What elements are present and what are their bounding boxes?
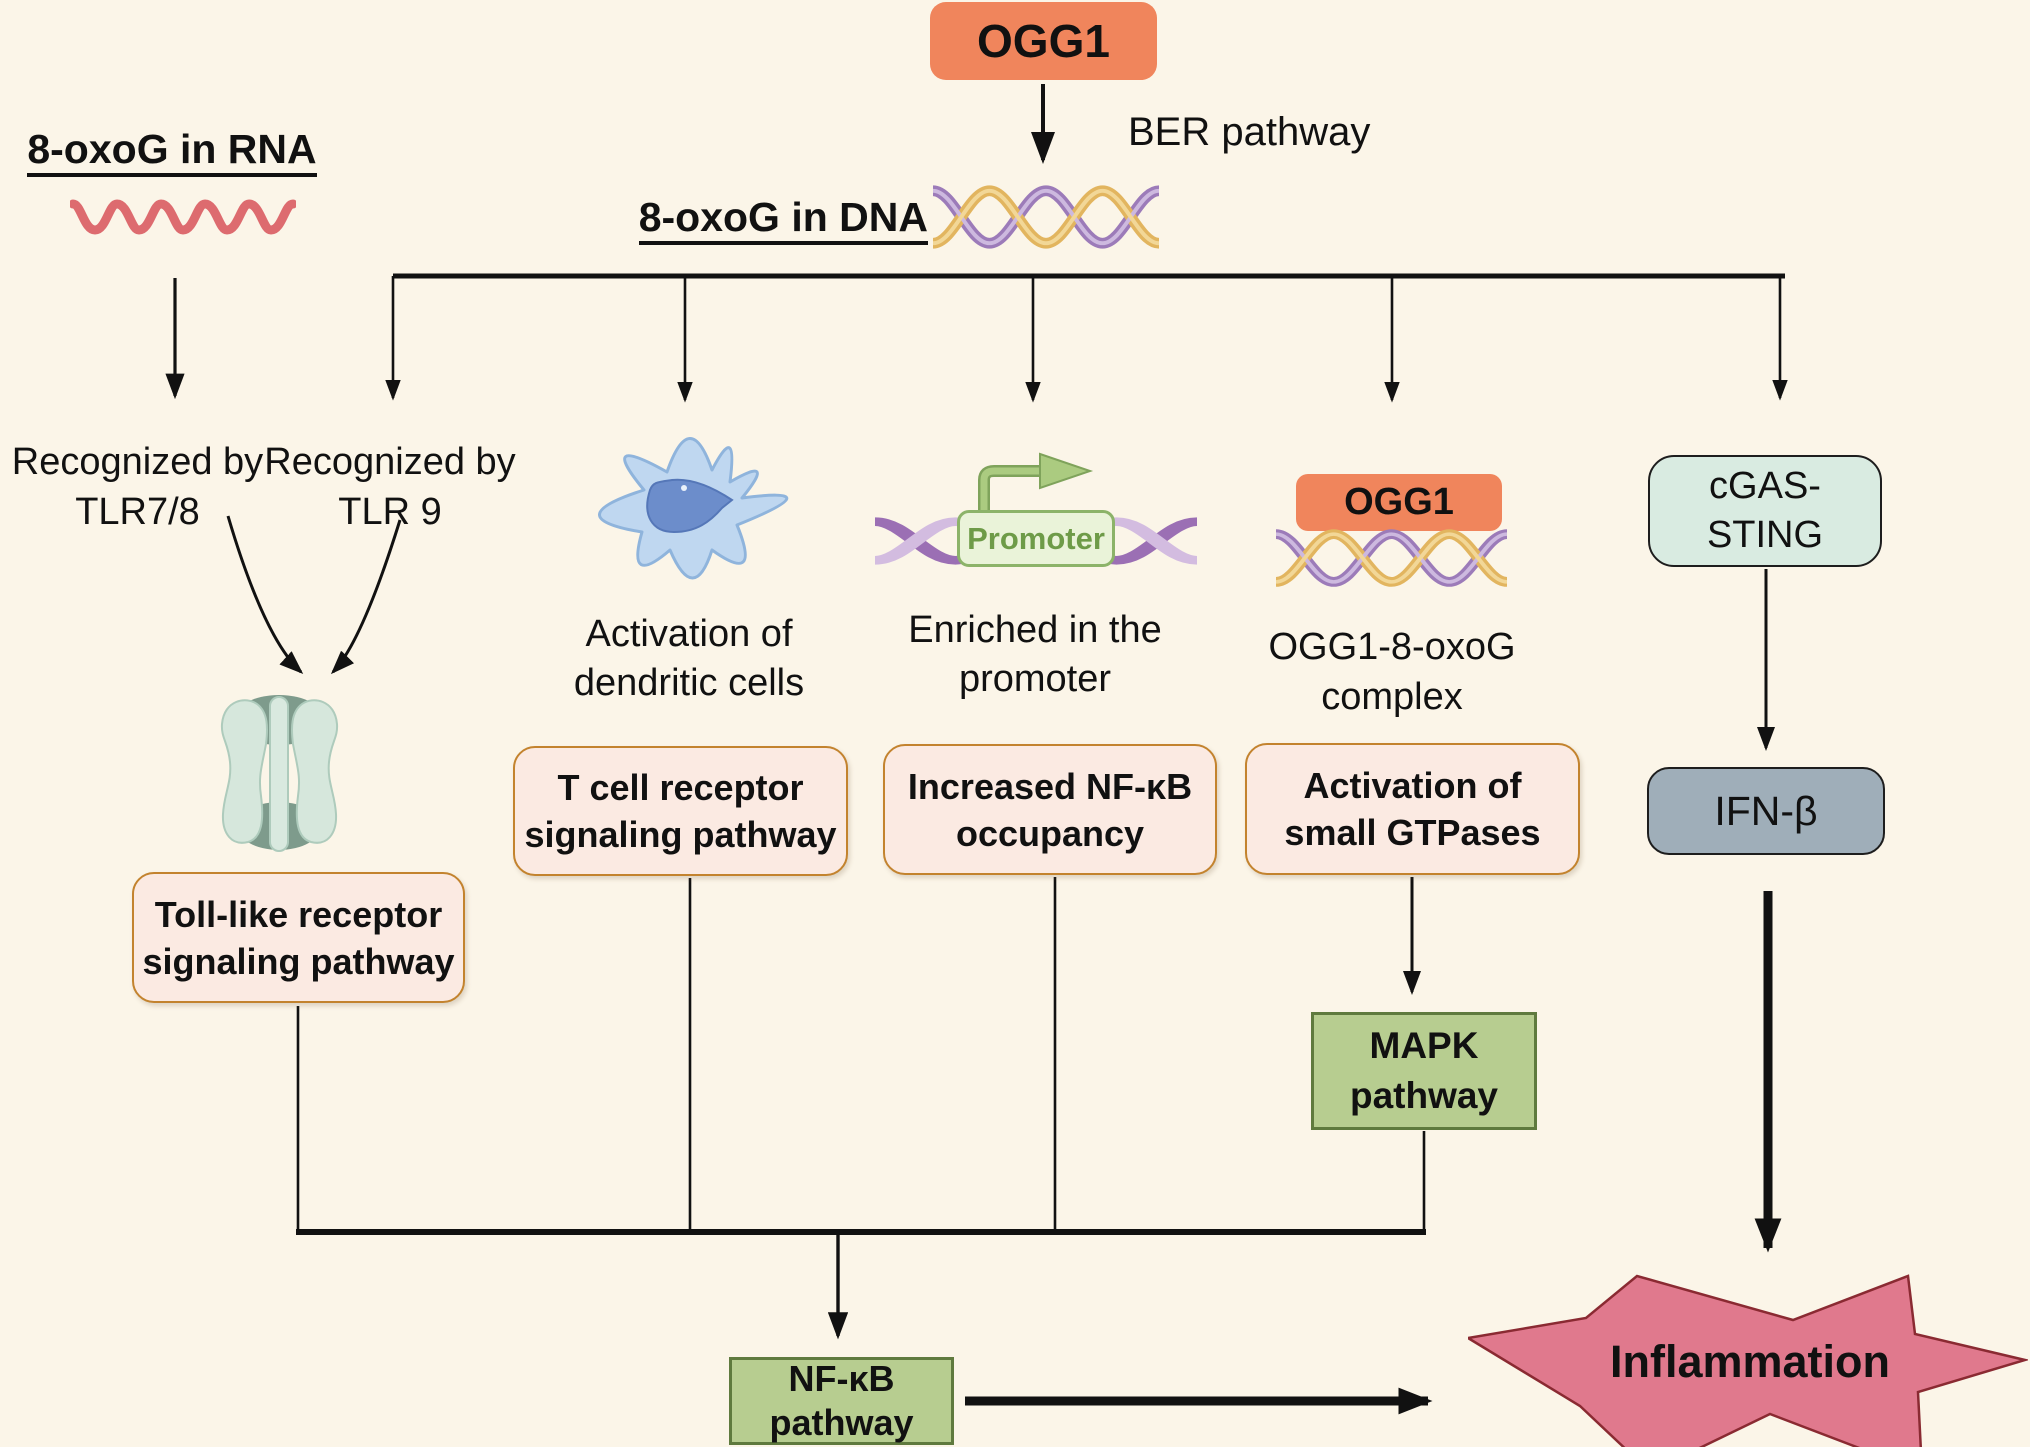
ogg1-dna-helix-icon bbox=[1276, 529, 1507, 587]
dna-title-text: 8-oxoG in DNA bbox=[638, 194, 928, 245]
tcell-pathway-box: T cell receptor signaling pathway bbox=[513, 746, 848, 876]
ogg1-complex-label: OGG1-8-oxoG complex bbox=[1268, 626, 1516, 718]
promoter-tag: Promoter bbox=[957, 510, 1115, 567]
ber-pathway-label: BER pathway bbox=[1128, 110, 1371, 154]
ogg1-top-label: OGG1 bbox=[977, 15, 1110, 67]
gtpases-box: Activation of small GTPases bbox=[1245, 743, 1580, 875]
toll-pathway-box: Toll-like receptor signaling pathway bbox=[132, 872, 465, 1003]
inflammation-star bbox=[1468, 1274, 2028, 1447]
dendritic-label: Activation of dendritic cells bbox=[573, 613, 805, 704]
dendritic-cell-icon bbox=[598, 437, 789, 580]
ogg1-top-box: OGG1 bbox=[930, 2, 1157, 80]
nfkb-pathway-box: NF-κB pathway bbox=[729, 1357, 954, 1445]
ifn-beta-box: IFN-β bbox=[1647, 767, 1885, 855]
nfkb-occupancy-box: Increased NF-κB occupancy bbox=[883, 744, 1217, 875]
mapk-pathway-box: MAPK pathway bbox=[1311, 1012, 1537, 1130]
inflammation-label: Inflammation bbox=[1609, 1336, 1891, 1387]
rna-title-text: 8-oxoG in RNA bbox=[27, 126, 317, 177]
ogg1-complex-box: OGG1 bbox=[1296, 474, 1502, 531]
cgas-sting-box: cGAS- STING bbox=[1648, 455, 1882, 567]
dna-title: 8-oxoG in DNA bbox=[596, 194, 928, 245]
dna-helix-icon bbox=[933, 185, 1159, 249]
recognized-tlr78-label: Recognized by TLR7/8 bbox=[11, 441, 264, 533]
recognized-tlr9-label: Recognized by TLR 9 bbox=[264, 441, 516, 533]
rna-wave-icon bbox=[70, 199, 296, 235]
toll-like-receptor-icon bbox=[220, 695, 339, 852]
transcription-arrow-icon bbox=[978, 452, 1094, 514]
enriched-label: Enriched in the promoter bbox=[908, 609, 1162, 700]
rna-title: 8-oxoG in RNA bbox=[24, 126, 320, 177]
